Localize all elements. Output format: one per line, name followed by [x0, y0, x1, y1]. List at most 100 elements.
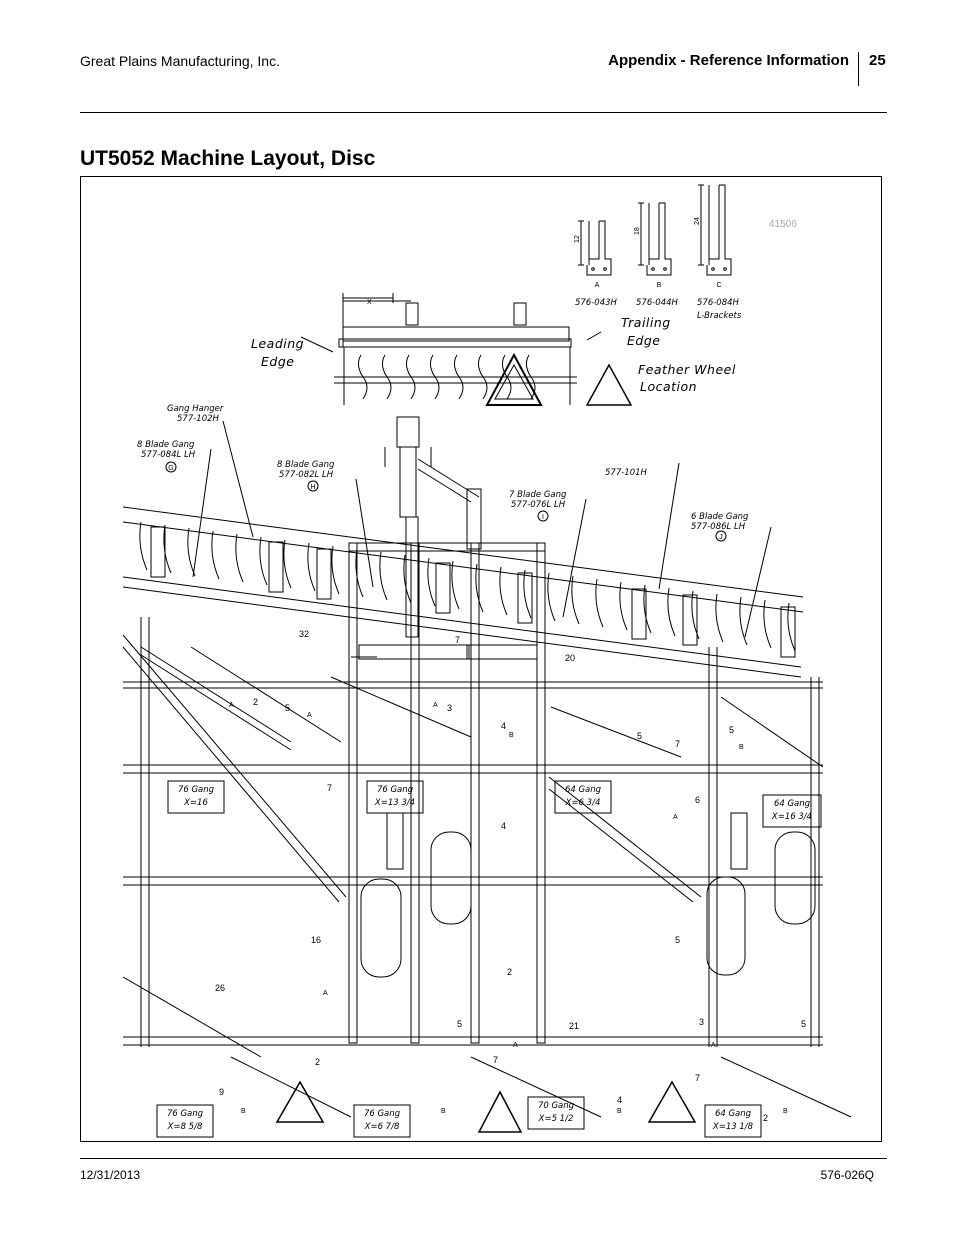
gang-box-7-name: 70 Gang [538, 1101, 575, 1111]
dim-32: 32 [299, 629, 309, 639]
brackets-caption: L-Brackets [697, 311, 742, 321]
gang-box-8-name: 64 Gang [715, 1109, 752, 1119]
header-rule [80, 112, 887, 113]
gang-g-label: 8 Blade Gang [137, 440, 195, 450]
header-divider [858, 52, 859, 86]
dim-4b: 4 [501, 821, 506, 831]
gang-box-2-x: X=13 3/4 [374, 798, 415, 808]
marker-a-2: A [307, 712, 312, 719]
page-number: 25 [869, 52, 886, 69]
dim-7c: 7 [327, 783, 332, 793]
gang-hanger-part: 577-102H [177, 414, 220, 424]
dimension-x: X [367, 299, 372, 306]
bracket-c-height: 24 [694, 217, 701, 225]
bracket-b-part: 576-044H [636, 298, 679, 308]
middle-gang-rows [122, 646, 852, 1118]
gang-box-4-name: 64 Gang [774, 799, 811, 809]
dim-7b: 7 [675, 739, 680, 749]
marker-a-7: A [711, 1042, 716, 1049]
marker-a-1: A [229, 702, 234, 709]
trailing-edge-line1: Trailing [621, 315, 671, 330]
gang-g-letter: G [168, 465, 173, 472]
gang-h-part: 577-082L LH [279, 470, 334, 480]
main-frame [122, 542, 823, 1047]
marker-b-3: B [241, 1108, 246, 1115]
dim-5f: 5 [801, 1019, 806, 1029]
gang-i-letter: I [542, 514, 544, 521]
bracket-a-letter: A [595, 282, 600, 289]
gang-box-6-x: X=6 7/8 [364, 1122, 400, 1132]
dim-2: 2 [253, 697, 258, 707]
gang-box-1-name: 76 Gang [178, 785, 215, 795]
l-bracket-a [578, 220, 612, 276]
marker-a-6: A [513, 1042, 518, 1049]
bracket-c-letter: C [716, 282, 721, 289]
gang-box-7-x: X=5 1/2 [538, 1114, 574, 1124]
dim-4: 4 [501, 721, 506, 731]
l-bracket-b [638, 202, 672, 276]
gang-box-1 [167, 780, 225, 814]
dim-5b: 5 [637, 731, 642, 741]
dim-5d: 5 [675, 935, 680, 945]
gang-i-label: 7 Blade Gang [509, 490, 567, 500]
dim-4c: 4 [617, 1095, 622, 1105]
gang-box-5-x: X=8 5/8 [167, 1122, 203, 1132]
dim-3b: 3 [699, 1017, 704, 1027]
dim-21: 21 [569, 1021, 579, 1031]
gang-h-label: 8 Blade Gang [277, 460, 335, 470]
gang-box-7 [527, 1096, 585, 1130]
gang-box-6 [353, 1104, 411, 1138]
figure-ref-number: 41506 [769, 219, 797, 230]
gang-i-part: 577-076L LH [511, 500, 566, 510]
gang-box-5 [156, 1104, 214, 1138]
dim-7e: 7 [695, 1073, 700, 1083]
l-bracket-c [698, 184, 732, 276]
marker-a-5: A [323, 990, 328, 997]
front-gang-row [122, 506, 804, 678]
dim-16: 16 [311, 935, 321, 945]
footer-doc-number: 576-026Q [820, 1168, 874, 1182]
gang-box-2-name: 76 Gang [377, 785, 414, 795]
machine-layout-figure: 41506 12 18 24 A B C 576-043H 576-044H 5… [80, 176, 882, 1142]
dim-3a: 3 [447, 703, 452, 713]
feather-wheel-line1: Feather Wheel [638, 362, 736, 377]
trailing-edge-line2: Edge [627, 333, 660, 348]
marker-b-6: B [783, 1108, 788, 1115]
machine-layout-drawing: 41506 12 18 24 A B C 576-043H 576-044H 5… [122, 184, 852, 1138]
marker-b-1: B [509, 732, 514, 739]
bracket-b-letter: B [657, 282, 662, 289]
gang-box-8 [704, 1104, 762, 1138]
dim-9: 9 [219, 1087, 224, 1097]
bracket-a-part: 576-043H [575, 298, 618, 308]
bracket-a-height: 12 [574, 235, 581, 243]
dim-2c: 2 [315, 1057, 320, 1067]
dim-2b: 2 [507, 967, 512, 977]
bracket-c-part: 576-084H [697, 298, 740, 308]
marker-a-3: A [433, 702, 438, 709]
feather-wheel-line2: Location [640, 379, 697, 394]
gang-detail-top [334, 293, 633, 406]
footer-date: 12/31/2013 [80, 1168, 141, 1182]
gang-h-letter: H [310, 484, 315, 491]
gang-j-label: 6 Blade Gang [691, 512, 749, 522]
gang-j-letter: J [719, 534, 723, 541]
dim-7a: 7 [455, 635, 460, 645]
gang-box-3 [554, 780, 612, 814]
dim-2d: 2 [763, 1113, 768, 1123]
hitch-assembly [384, 416, 482, 638]
marker-b-2: B [739, 744, 744, 751]
page-title: UT5052 Machine Layout, Disc [80, 147, 376, 170]
gang-box-8-x: X=13 1/8 [712, 1122, 754, 1132]
gang-box-6-name: 76 Gang [364, 1109, 401, 1119]
marker-a-4: A [673, 814, 678, 821]
bracket-b-height: 18 [634, 227, 641, 235]
gang-box-3-x: X=6 3/4 [565, 798, 601, 808]
dim-20: 20 [565, 653, 575, 663]
gang-hanger-label: Gang Hanger [167, 404, 224, 414]
gang-box-4-x: X=16 3/4 [771, 812, 812, 822]
dim-5e: 5 [457, 1019, 462, 1029]
dim-5a: 5 [285, 703, 290, 713]
gang-box-1-x: X=16 [183, 798, 208, 808]
marker-b-4: B [441, 1108, 446, 1115]
dim-7d: 7 [493, 1055, 498, 1065]
